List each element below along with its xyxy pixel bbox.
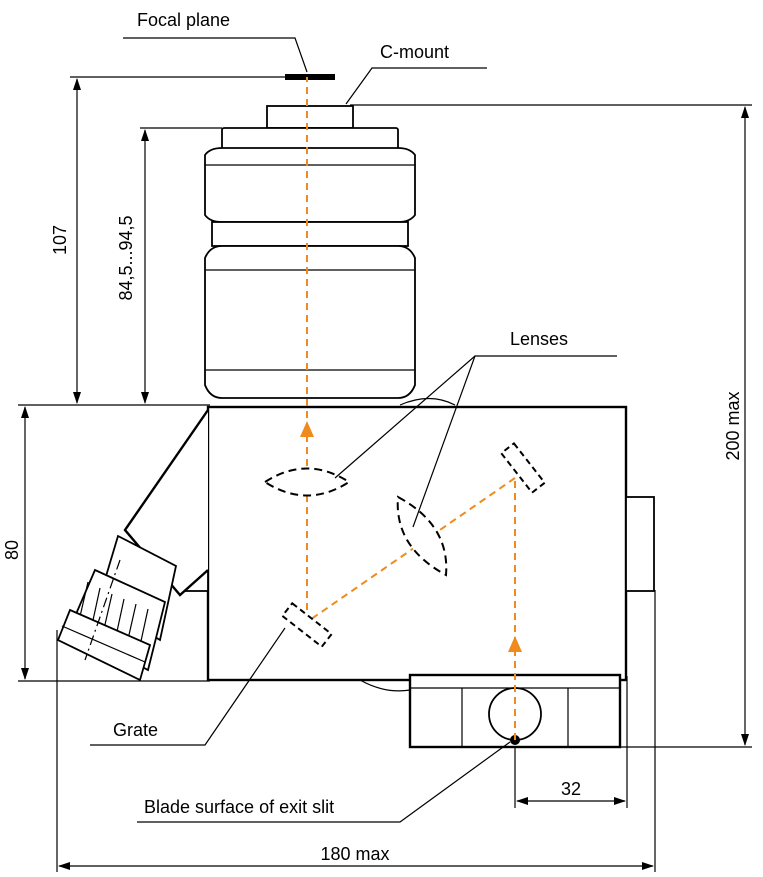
beam-arrowhead	[508, 636, 522, 652]
beam-arrowhead	[300, 421, 314, 437]
dim-180-value: 180 max	[320, 844, 389, 864]
eyepiece	[56, 409, 209, 682]
optical-elements	[263, 441, 547, 649]
lens-lower	[396, 495, 448, 577]
mirror-element	[499, 441, 547, 495]
extension-lines	[18, 76, 752, 872]
leader-lines	[90, 37, 617, 823]
dimension-lines	[21, 78, 749, 870]
lenses-label: Lenses	[510, 329, 568, 349]
blade-surface-label: Blade surface of exit slit	[144, 797, 334, 817]
lens-upper	[263, 467, 351, 497]
focal-plane-label: Focal plane	[137, 10, 230, 30]
focal-plane-bar	[285, 74, 335, 80]
beam-segment	[306, 477, 516, 623]
grate-label: Grate	[113, 720, 158, 740]
dim-84-value: 84,5...94,5	[116, 215, 136, 300]
beam-path	[300, 77, 522, 740]
dim-200-value: 200 max	[723, 391, 743, 460]
dim-107-value: 107	[50, 225, 70, 255]
c-mount-label: C-mount	[380, 42, 449, 62]
dim-32-value: 32	[561, 779, 581, 799]
grating-element	[280, 601, 334, 649]
objective-assembly	[204, 105, 456, 406]
dim-80-value: 80	[2, 540, 22, 560]
